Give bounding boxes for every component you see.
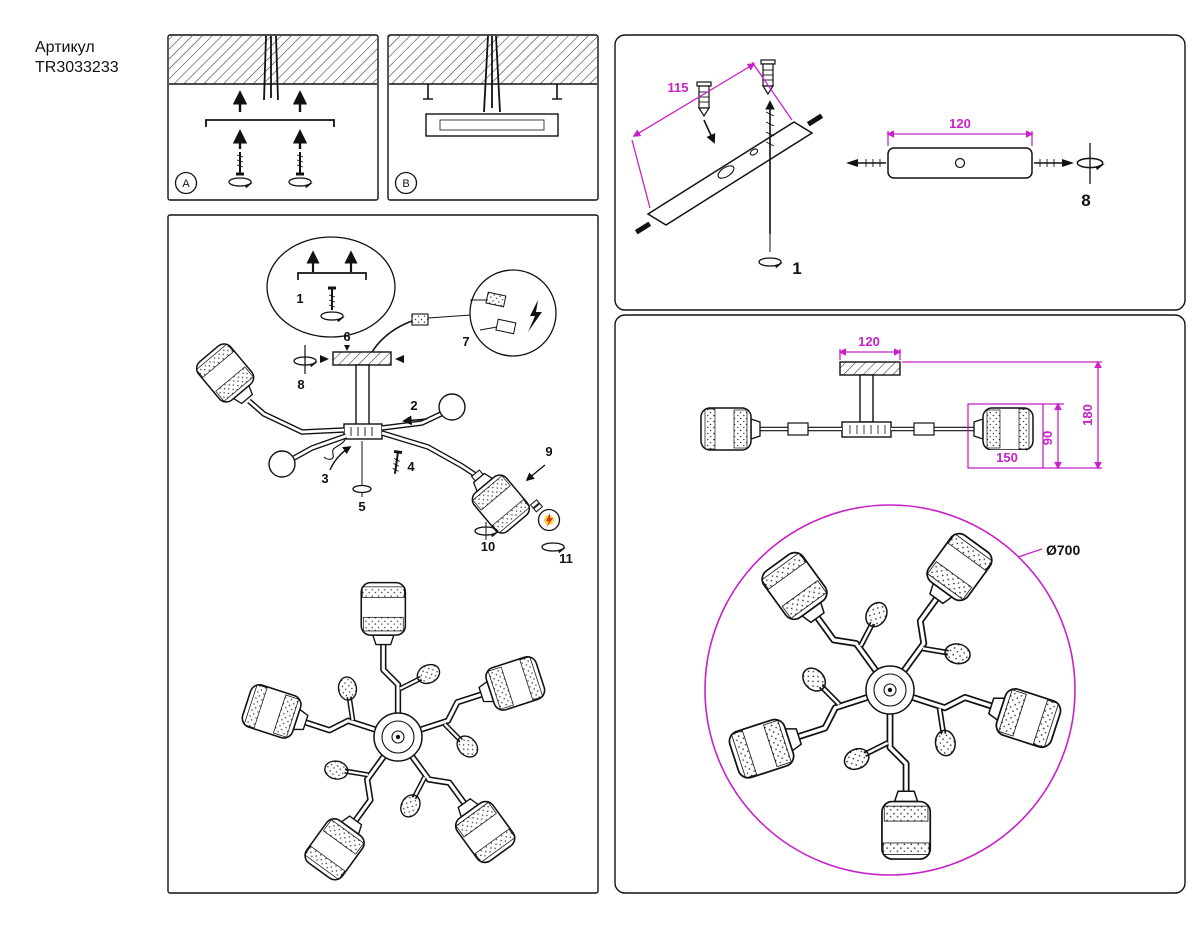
turn-icon [228,177,254,189]
bulb-icon [529,499,561,532]
ball-ornament [268,450,296,478]
header: Артикул TR3033233 [35,39,119,76]
dim-120-plate-label: 120 [949,116,971,131]
dim-115-label: 115 [668,80,689,95]
top-view: Ø700 [704,504,1080,876]
bracket-step8-label: 8 [1081,191,1090,210]
dim-150-label: 150 [996,450,1018,465]
panel-b-mounting-option: B [387,34,599,201]
dim-90-label: 90 [1040,431,1055,445]
step11-label: 11 [559,551,573,566]
assembled-bottom-view [240,583,559,888]
dimensions-panel: 120 180 150 90 Ø700 [614,314,1186,894]
hub [841,421,892,438]
ceiling-hatch [389,36,597,84]
stem [355,364,370,426]
screw-icon [234,150,246,176]
ball-ornament [438,393,466,421]
step9-label: 9 [545,444,552,459]
step3-label: 3 [321,471,328,486]
mounting-plate [425,113,559,137]
dim-diameter-label: Ø700 [1046,542,1080,558]
ceiling-wires [483,35,501,113]
step10-label: 10 [481,539,495,554]
step1-label: 1 [296,291,303,306]
step6-label: 6 [343,329,350,344]
step7-label: 7 [462,334,469,349]
step1-bubble: 1 [266,236,396,338]
step8-label: 8 [297,377,304,392]
screw-icon [294,150,306,176]
hub [343,423,383,440]
bracket-step1-label: 1 [792,259,801,278]
panel-b-label: B [402,178,409,190]
article-label: Артикул [35,39,95,56]
assembly-panel: 1 6 8 [167,214,599,894]
lightning-icon [528,300,542,332]
step5-label: 5 [358,499,365,514]
ceiling-hatch [169,36,377,84]
wire-curl [323,439,346,460]
wiring-callout: 7 [371,269,557,357]
ceiling-wires [263,35,279,101]
bracket-detail-panel: 1 115 120 8 [614,34,1186,311]
shade [700,407,761,451]
side-view: 120 180 150 90 [700,334,1102,470]
canopy [839,361,901,376]
bracket-front-view: 120 8 [846,116,1106,210]
turn-icon [288,177,314,189]
article-number: TR3033233 [35,59,119,76]
canopy [332,351,392,366]
canopy-assembly: 6 8 [293,329,404,460]
terminal-block [411,313,429,326]
stem [859,374,874,423]
panel-a-label: A [182,178,190,190]
dim-180-label: 180 [1080,404,1095,426]
diameter-circle [704,504,1076,876]
wall-anchor [696,81,712,117]
step-callouts: 2 3 4 5 9 10 [321,398,572,566]
step2-label: 2 [410,398,417,413]
exploded-arms [192,339,534,538]
step4-label: 4 [407,459,415,474]
ceiling-hooks [423,84,562,100]
dim-120-canopy-label: 120 [858,334,880,349]
dim-150-box [967,403,1044,469]
bracket-3d: 1 115 [631,59,824,278]
panel-a-mounting-option: A [167,34,379,201]
washer [352,484,372,494]
shade [973,407,1034,451]
mounting-bracket [205,119,335,127]
